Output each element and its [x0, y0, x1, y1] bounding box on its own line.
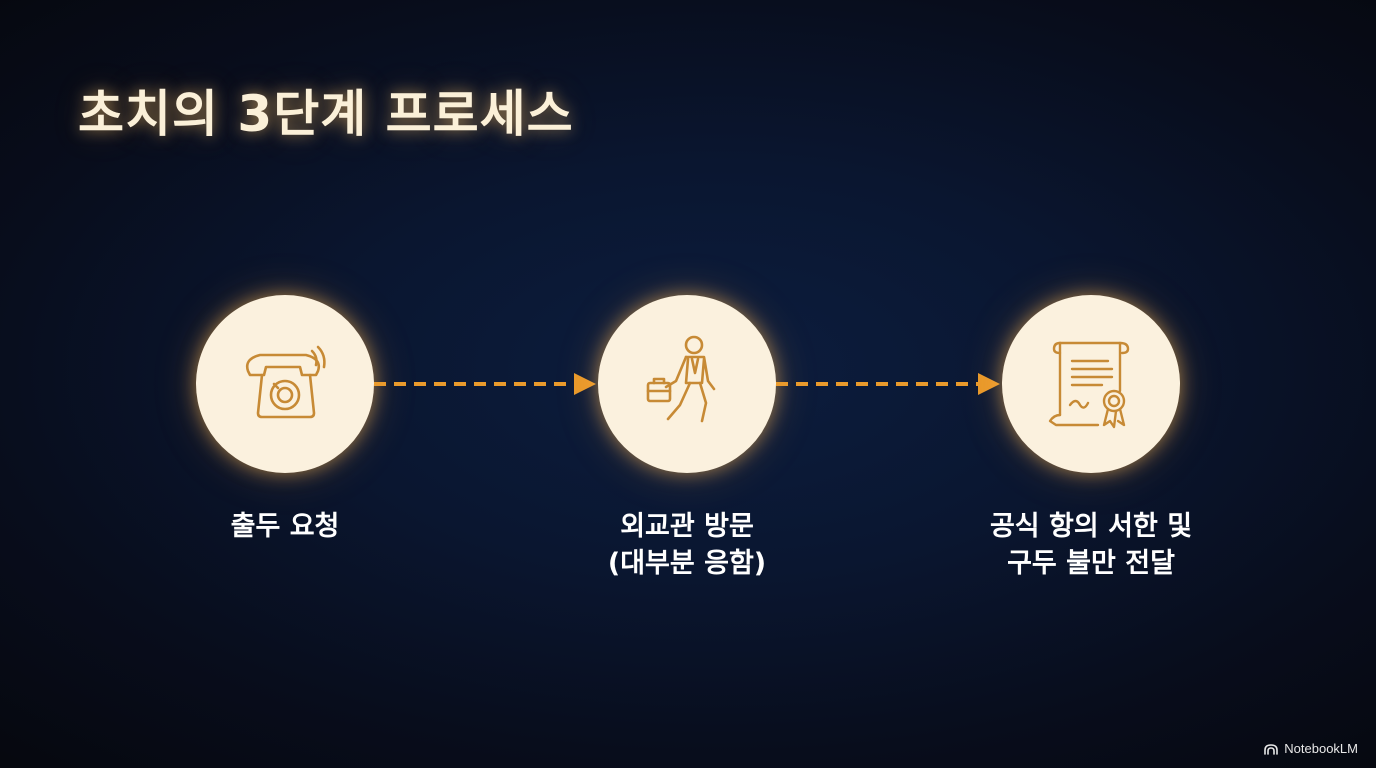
arrow-connector-2	[776, 372, 1002, 396]
step-2-label-line-2: (대부분 응함)	[607, 548, 767, 579]
step-3-label-line-2: 구두 불만 전달	[1007, 548, 1175, 579]
dashed-arrow-right-icon	[374, 373, 596, 395]
page-title: 초치의 3단계 프로세스	[78, 85, 574, 143]
arrow-connector-1	[374, 372, 598, 396]
brand-label: NotebookLM	[1284, 741, 1358, 756]
dashed-arrow-right-icon	[776, 373, 1000, 395]
step-1-label: 출두 요청	[125, 508, 445, 545]
official-document-icon	[1048, 341, 1130, 429]
step-1-circle	[196, 295, 374, 473]
step-2-label: 외교관 방문 (대부분 응함)	[527, 508, 847, 582]
step-3-label: 공식 항의 서한 및 구두 불만 전달	[931, 508, 1251, 582]
step-2-circle	[598, 295, 776, 473]
telephone-icon	[245, 345, 326, 419]
step-1-label-line-1: 출두 요청	[230, 511, 340, 542]
step-3-label-line-1: 공식 항의 서한 및	[989, 511, 1193, 542]
step-3-circle	[1002, 295, 1180, 473]
notebooklm-brand: NotebookLM	[1263, 741, 1358, 756]
step-2-label-line-1: 외교관 방문	[620, 511, 754, 542]
notebooklm-logo-icon	[1264, 743, 1279, 755]
walking-businessman-icon	[646, 335, 716, 423]
